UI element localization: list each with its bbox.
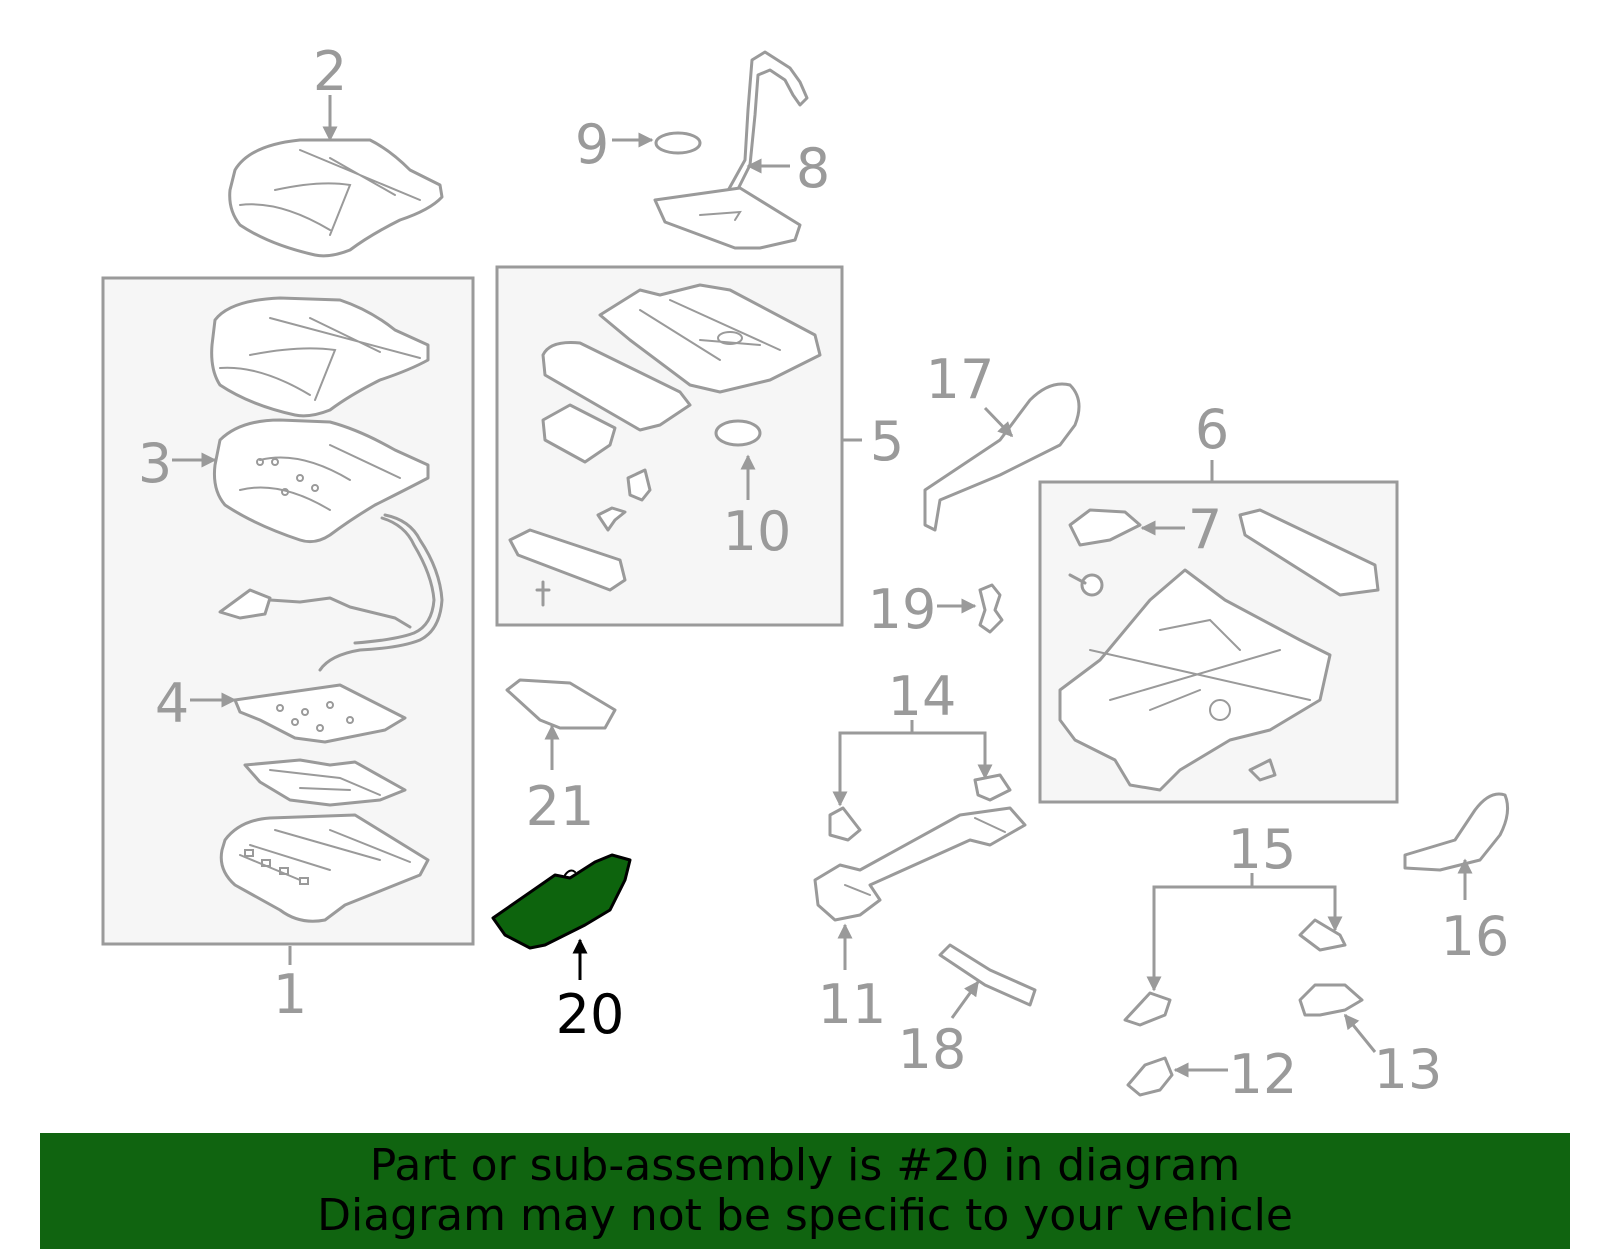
- callout-1: 1: [273, 963, 307, 1026]
- part-12-clip[interactable]: [1126, 1056, 1174, 1097]
- callout-17: 17: [926, 348, 995, 411]
- callout-7: 7: [1188, 498, 1222, 561]
- callout-16: 16: [1441, 905, 1510, 968]
- part-20-highlighted[interactable]: [491, 853, 632, 950]
- callout-12: 12: [1229, 1043, 1298, 1106]
- callout-2: 2: [313, 40, 347, 103]
- part-21-panel[interactable]: [505, 678, 617, 730]
- callout-20: 20: [556, 983, 625, 1046]
- callout-11: 11: [818, 973, 887, 1036]
- leader-lines: [172, 95, 1473, 1078]
- part-9-washer[interactable]: [654, 131, 702, 155]
- seat-pan[interactable]: [219, 813, 430, 923]
- callout-5: 5: [870, 410, 904, 473]
- part-19-clip[interactable]: [978, 583, 1004, 634]
- callout-15: 15: [1228, 818, 1297, 881]
- callout-18: 18: [898, 1018, 967, 1081]
- part-5-assembly[interactable]: [508, 283, 822, 607]
- part-11-rail[interactable]: [813, 806, 1027, 922]
- banner-line-1: Part or sub-assembly is #20 in diagram: [369, 1140, 1241, 1191]
- part-18-strip[interactable]: [938, 943, 1037, 1007]
- wire-harness[interactable]: [218, 513, 444, 672]
- callout-6: 6: [1195, 398, 1229, 461]
- callout-13: 13: [1374, 1038, 1443, 1101]
- part-15-left[interactable]: [1123, 991, 1172, 1027]
- sensor-mat[interactable]: [243, 758, 407, 807]
- callout-3: 3: [138, 432, 172, 495]
- part-20-detail: [564, 869, 576, 876]
- callout-9: 9: [575, 113, 609, 176]
- part-15-right[interactable]: [1298, 918, 1347, 952]
- callout-8: 8: [796, 137, 830, 200]
- part-4-heater-mat[interactable]: [233, 683, 407, 744]
- part-6-seat-track[interactable]: [1058, 508, 1380, 792]
- part-14-end-right[interactable]: [973, 773, 1012, 802]
- part-1-seat-assembly[interactable]: [210, 296, 430, 418]
- info-banner: Part or sub-assembly is #20 in diagram D…: [40, 1133, 1570, 1249]
- part-17-trim[interactable]: [923, 382, 1081, 532]
- part-13-bracket[interactable]: [1298, 983, 1364, 1017]
- callout-14: 14: [888, 665, 957, 728]
- part-8-bracket[interactable]: [653, 50, 809, 250]
- callout-4: 4: [155, 672, 189, 735]
- callout-labels: 2 3 4 1 9 8 5 10 17 6 7 19 14 21 20 11 1…: [138, 40, 1510, 1106]
- part-3-cushion-pad[interactable]: [213, 418, 430, 544]
- part-16-cover[interactable]: [1403, 792, 1510, 872]
- callout-10: 10: [723, 500, 792, 563]
- part-14-end-left[interactable]: [828, 806, 862, 842]
- callout-21: 21: [526, 775, 595, 838]
- callout-19: 19: [868, 578, 937, 641]
- part-2-seat-cover[interactable]: [228, 138, 444, 258]
- banner-line-2: Diagram may not be specific to your vehi…: [317, 1190, 1293, 1241]
